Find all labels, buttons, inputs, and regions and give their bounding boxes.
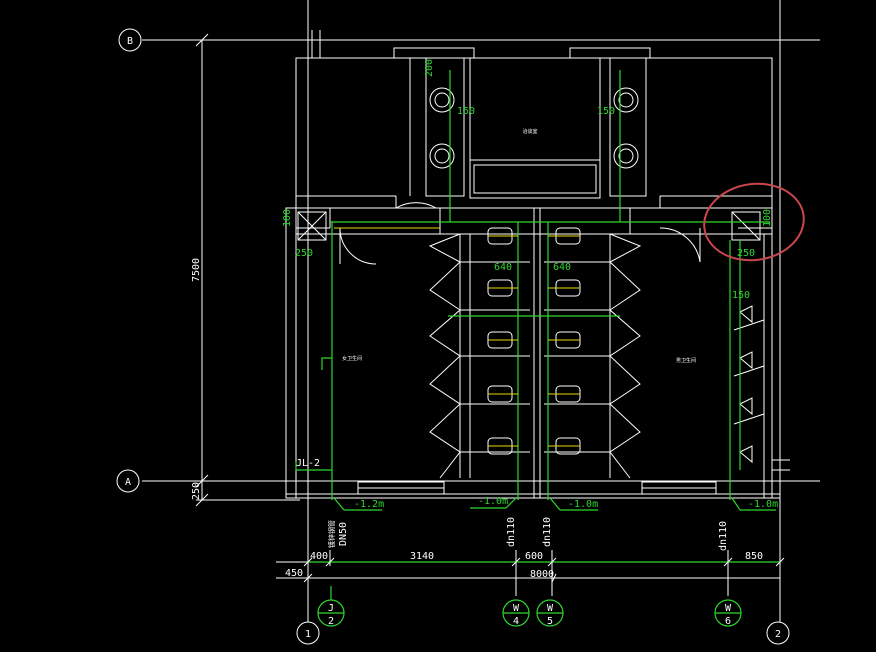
pipe-shafts [297, 211, 761, 241]
dim-250-shaft-left: 250 [295, 248, 313, 259]
dim-150-top-left: 150 [457, 106, 475, 117]
dim-200: 200 [424, 59, 435, 77]
axis-lines [142, 0, 820, 622]
elev-mid-2: -1.0m [568, 499, 598, 510]
dim-100-right: 100 [762, 209, 773, 227]
dim-7500: 7500 [191, 258, 202, 282]
label-dn110-3: dn110 [718, 521, 729, 551]
pipe-tag-top: W [725, 603, 732, 614]
stalls-right [544, 233, 642, 479]
walls [285, 30, 790, 499]
stalls-left [428, 233, 530, 479]
pipe-tag-bottom: 2 [328, 616, 334, 627]
label-pipe-material: 镀锌钢管 [327, 520, 336, 548]
drain-connections [334, 227, 580, 447]
pipe-tag-bottom: 4 [513, 616, 519, 627]
dim-850: 850 [745, 551, 763, 562]
pipe-tag-w4: W 4 [502, 599, 530, 627]
dim-640-right: 640 [553, 262, 571, 273]
label-dn110-2: dn110 [542, 517, 553, 547]
label-dn50: DN50 [338, 522, 349, 546]
axis-bubble-b: B [118, 28, 142, 52]
dimension-chain [276, 540, 785, 600]
pipe-tag-top: W [547, 603, 554, 614]
pipe-tag-bottom: 6 [725, 616, 731, 627]
axis-label-a: A [125, 477, 131, 488]
axis-label-b: B [127, 36, 133, 47]
elev-right: -1.0m [748, 499, 778, 510]
urinals [733, 305, 765, 464]
pipe-tag-w6: W 6 [714, 599, 742, 627]
label-dn110-1: dn110 [506, 517, 517, 547]
room-label-small: 洽谈室 [522, 128, 537, 135]
dim-400: 400 [310, 551, 328, 562]
dim-250-shaft-right: 250 [737, 248, 755, 259]
dim-600: 600 [525, 551, 543, 562]
room-label-left: 女卫生间 [342, 355, 362, 362]
axis-label-1: 1 [305, 629, 311, 640]
highlight-circle [703, 182, 805, 262]
pipe-tag-w5: W 5 [536, 599, 564, 627]
elev-left: -1.2m [354, 499, 384, 510]
washbasins [429, 87, 639, 169]
dim-150-top-right: 150 [597, 106, 615, 117]
vertical-dimension: 7500 250 [191, 33, 300, 507]
axis-bubble-a: A [116, 469, 140, 493]
pipe-tag-top: W [513, 603, 520, 614]
pipe-tag-j2: J 2 [317, 586, 345, 627]
dim-100-left: 100 [282, 209, 293, 227]
elev-mid-1: -1.0m [478, 496, 508, 507]
pipe-tag-top: J [328, 603, 334, 614]
doors [339, 202, 701, 265]
room-label-right: 男卫生间 [676, 357, 696, 364]
dim-150-right: 150 [732, 290, 750, 301]
pipe-tag-bottom: 5 [547, 616, 553, 627]
dim-8000: 8000 [530, 569, 554, 580]
dim-640-left: 640 [494, 262, 512, 273]
axis-bubble-2: 2 [766, 621, 790, 645]
axis-label-2: 2 [775, 629, 781, 640]
axis-bubble-1: 1 [296, 621, 320, 645]
label-jl2: JL-2 [296, 458, 320, 469]
dim-450: 450 [285, 568, 303, 579]
water-pipes [295, 70, 770, 500]
dim-250-left: 250 [191, 482, 202, 500]
dim-3140: 3140 [410, 551, 434, 562]
